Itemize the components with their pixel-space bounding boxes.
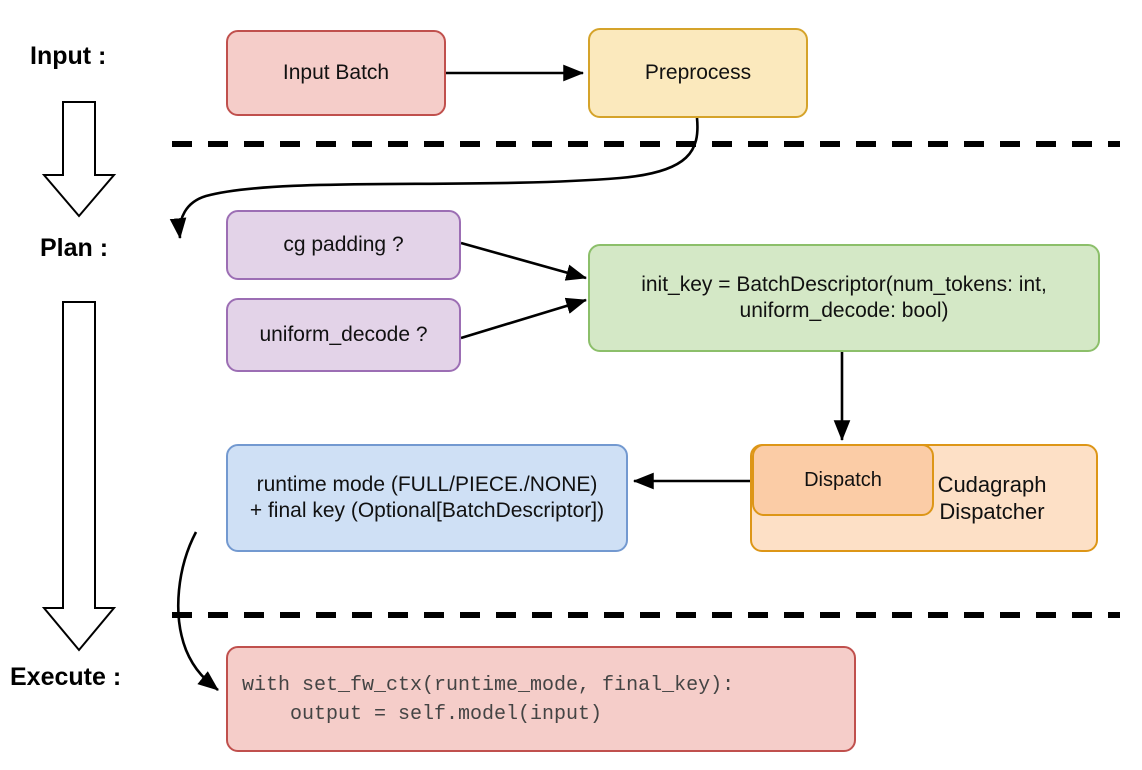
- stage-arrow-plan-to-execute: [41, 301, 117, 652]
- node-runtime-mode-line2: + final key (Optional[BatchDescriptor]): [249, 499, 605, 522]
- node-execute-code-line2: output = self.model(input): [242, 703, 603, 726]
- node-cudagraph-dispatcher-line1: Cudagraph: [937, 471, 1047, 497]
- node-runtime-mode-line1: runtime mode (FULL/PIECE./NONE): [256, 472, 598, 496]
- arrow-runtime-mode-to-execute-code: [177, 531, 219, 692]
- node-preprocess[interactable]: Preprocess: [588, 28, 808, 118]
- node-cudagraph-dispatcher-line2: Dispatcher: [939, 499, 1045, 524]
- node-dispatch[interactable]: Dispatch: [752, 444, 934, 516]
- stage-label-input: Input :: [30, 42, 107, 70]
- node-init-key-line2: uniform_decode: bool): [739, 299, 949, 322]
- node-init-key[interactable]: init_key = BatchDescriptor(num_tokens: i…: [588, 244, 1100, 352]
- node-uniform-decode[interactable]: uniform_decode ?: [226, 298, 461, 372]
- stage-label-execute: Execute :: [10, 663, 122, 691]
- node-init-key-line1: init_key = BatchDescriptor(num_tokens: i…: [641, 272, 1047, 296]
- node-execute-code-line1: with set_fw_ctx(runtime_mode, final_key)…: [242, 674, 735, 697]
- node-cudagraph-dispatcher-label: Cudagraph Dispatcher: [908, 471, 1076, 526]
- node-runtime-mode[interactable]: runtime mode (FULL/PIECE./NONE) + final …: [226, 444, 628, 552]
- arrow-uniform-decode-to-init-key: [460, 297, 587, 340]
- node-execute-code[interactable]: with set_fw_ctx(runtime_mode, final_key)…: [226, 646, 856, 752]
- node-cg-padding[interactable]: cg padding ?: [226, 210, 461, 280]
- stage-arrow-input-to-plan: [41, 101, 117, 218]
- stage-label-plan: Plan :: [40, 234, 109, 262]
- arrow-cg-padding-to-init-key: [460, 241, 588, 281]
- node-input-batch[interactable]: Input Batch: [226, 30, 446, 116]
